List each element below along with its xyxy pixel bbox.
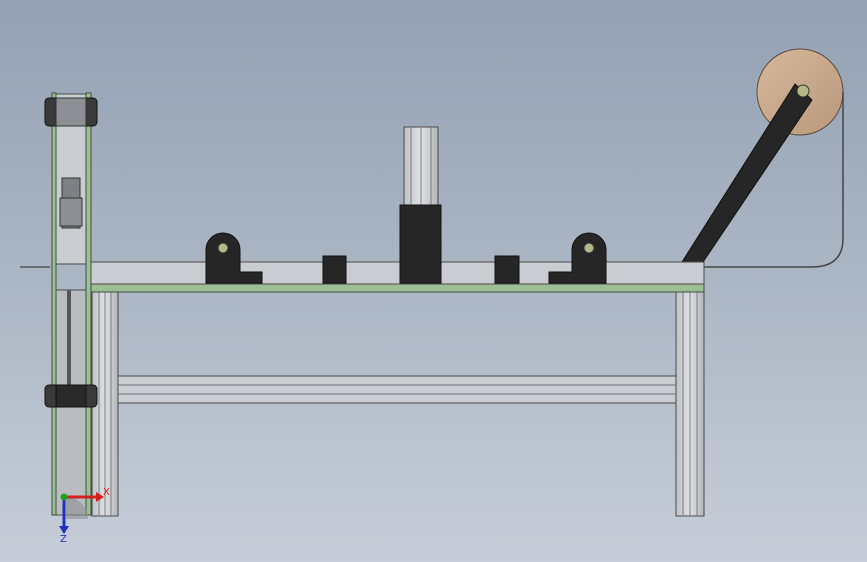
lower-crossbar [117, 375, 677, 404]
small-block-left[interactable] [322, 255, 347, 284]
coordinate-triad: X Z [59, 487, 110, 545]
left-roller-assembly[interactable] [44, 92, 98, 516]
axis-z-label: Z [60, 534, 67, 545]
axis-x-label: X [103, 487, 110, 498]
table-plate [87, 283, 705, 293]
bearing-block-right[interactable] [548, 232, 607, 284]
inclined-arm[interactable] [681, 83, 813, 263]
center-column[interactable] [399, 126, 442, 284]
top-rail [87, 261, 705, 285]
wire-right [704, 92, 844, 268]
bearing-block-left[interactable] [205, 232, 263, 284]
small-block-right[interactable] [494, 255, 520, 284]
leg-right [675, 291, 705, 517]
